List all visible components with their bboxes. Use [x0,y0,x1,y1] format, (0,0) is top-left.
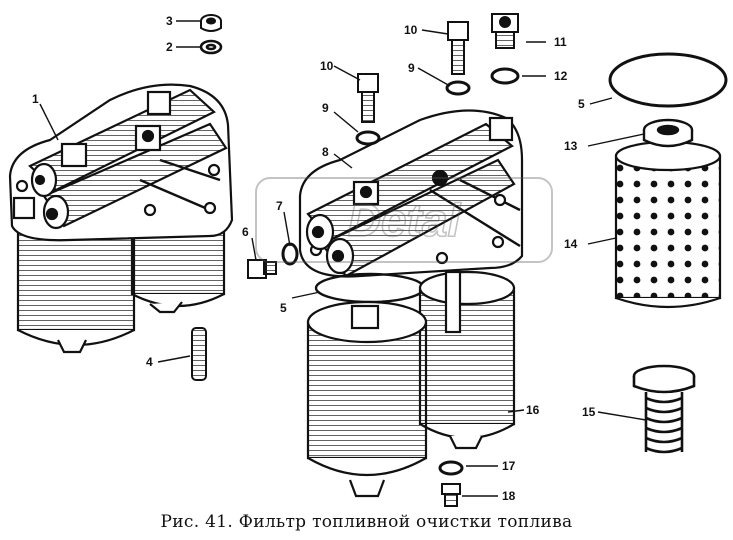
callout-labels: 1 2 3 4 5 5 6 7 8 9 9 10 10 11 12 13 14 … [32,14,596,503]
stud-part-4 [191,327,207,381]
callout-11: 11 [554,35,567,49]
bolt-part-10-right [447,21,469,75]
callout-1: 1 [32,92,39,106]
washer-part-12 [490,67,520,85]
seal-ring-part-5-right [608,52,728,108]
assembled-filter [8,83,234,354]
callout-3: 3 [166,14,173,28]
callout-15: 15 [582,405,596,419]
callout-14: 14 [564,237,578,251]
callout-13: 13 [564,139,578,153]
callout-2: 2 [166,40,173,54]
figure-caption: Рис. 41. Фильтр топливной очистки топлив… [160,512,573,532]
plug-part-18 [441,483,461,507]
watermark-text: Detal [348,194,462,246]
callout-9-left: 9 [322,101,329,115]
seal-part-13 [642,118,694,148]
assembled-rear-bowl [130,230,226,314]
spring-part-15 [632,364,696,454]
watermark-logo: Detal [255,177,553,263]
center-inlet-bars [305,122,516,278]
bowl-part-16-rear [418,270,516,450]
washer-part-9-left [355,130,381,146]
callout-6: 6 [242,225,249,239]
washer-part-2 [199,39,223,55]
callout-12: 12 [554,69,568,83]
callout-5-center: 5 [280,301,287,315]
callout-9-right: 9 [408,61,415,75]
callout-10-right: 10 [404,23,418,37]
callout-8: 8 [322,145,329,159]
filter-element-part-14 [614,140,722,309]
assembled-front-bowl [16,224,136,354]
washer-part-9-right [445,80,471,96]
callout-10-left: 10 [320,59,334,73]
seal-ring-part-5-center [314,272,426,304]
callout-4: 4 [146,355,153,369]
bolt-part-6 [247,259,277,279]
callout-18: 18 [502,489,516,503]
center-filter-cover [298,109,524,278]
callout-7: 7 [276,199,283,213]
leader-lines [39,20,647,497]
callout-16: 16 [526,403,540,417]
bowl-part-16-front [306,300,428,498]
callout-5-right: 5 [578,97,585,111]
washer-part-17 [438,460,464,476]
callout-17: 17 [502,459,516,473]
fitting-part-11 [491,13,519,49]
nut-part-3 [200,14,222,32]
bolt-part-10-left [357,73,379,123]
